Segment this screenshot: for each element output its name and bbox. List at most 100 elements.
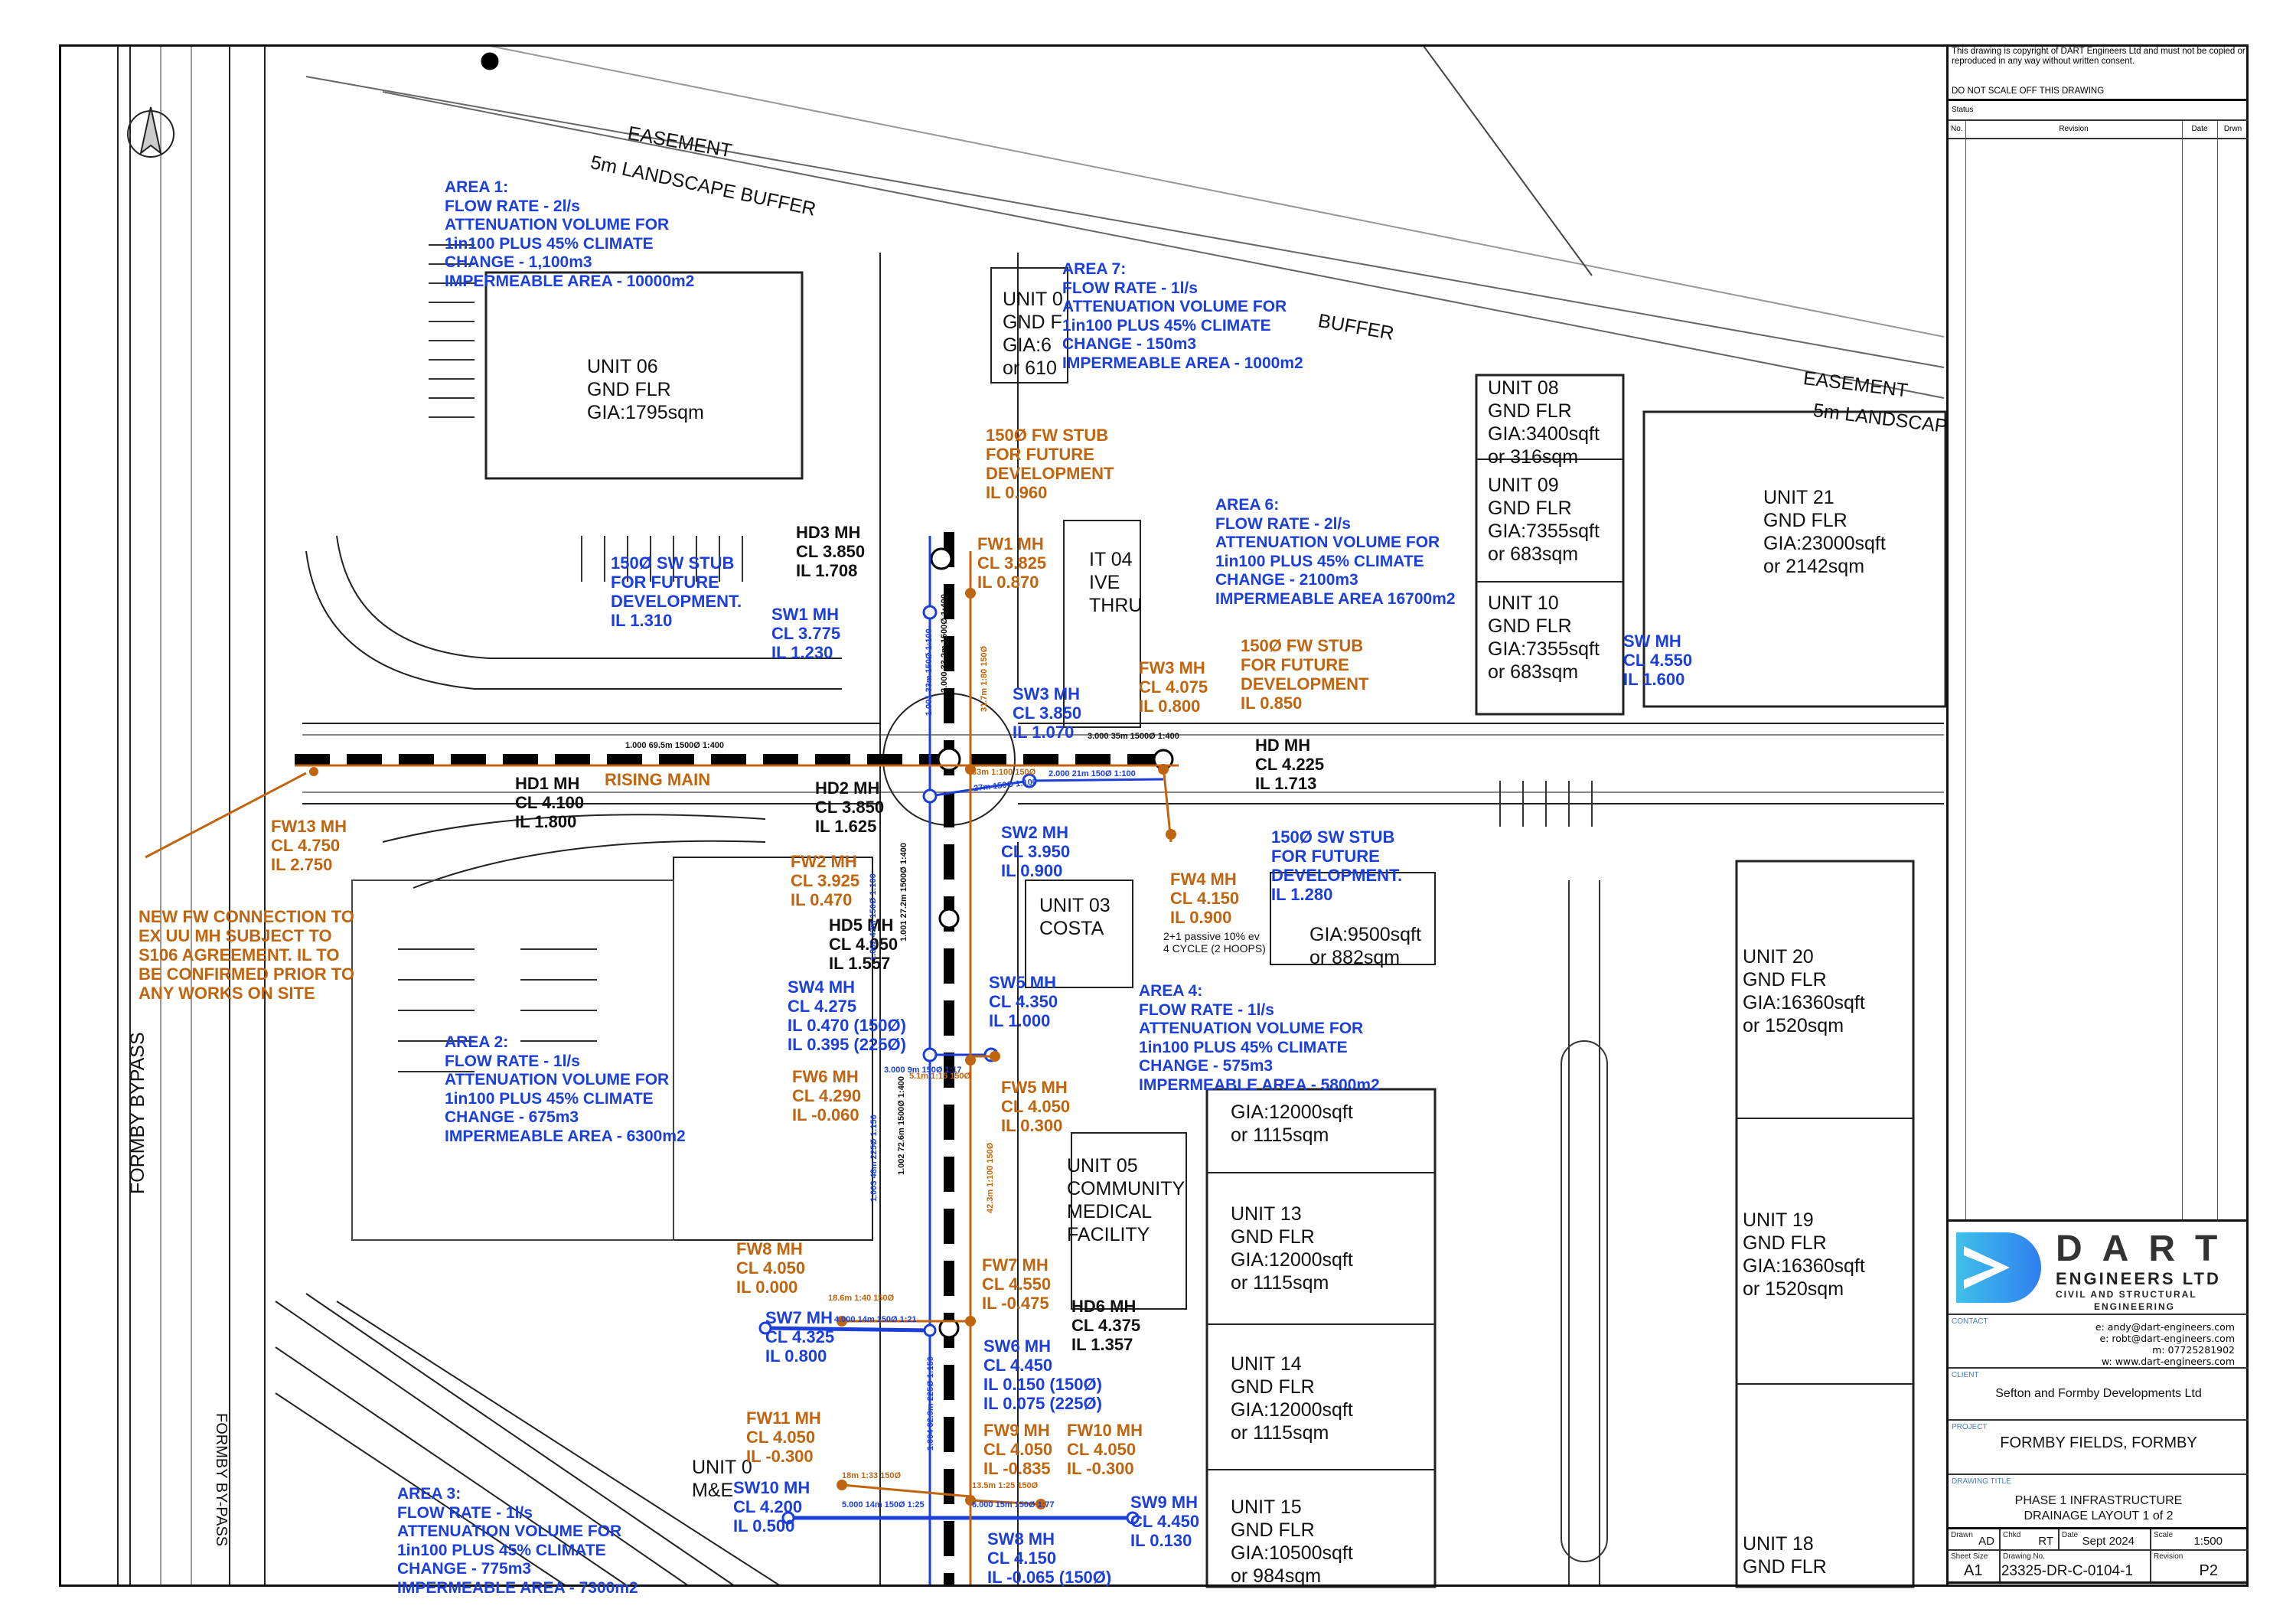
unit-18-label: UNIT 18 GND FLR xyxy=(1743,1533,1827,1578)
area-7-note: AREA 7: FLOW RATE - 1l/s ATTENUATION VOL… xyxy=(1062,260,1303,372)
client-label: CLIENT xyxy=(1952,1371,1979,1379)
fw9-mh-label: FW9 MH CL 4.050 IL -0.835 xyxy=(983,1421,1053,1478)
status-label: Status xyxy=(1952,106,1974,114)
project-label: PROJECT xyxy=(1952,1423,1988,1431)
scale-value: 1:500 xyxy=(2193,1535,2223,1548)
pipe-label: 1.001 33m 150Ø 1:100 xyxy=(925,628,934,716)
rev-date-header: Date xyxy=(2191,125,2208,133)
copyright-box: This drawing is copyright of DART Engine… xyxy=(1949,44,2249,101)
rev-no-header: No. xyxy=(1951,125,1963,133)
pipe-label: 2.000 33.2m 1500Ø 1:400 xyxy=(940,593,949,693)
title-block: This drawing is copyright of DART Engine… xyxy=(1946,44,2249,1587)
pipe-label: 5.000 14m 150Ø 1:25 xyxy=(842,1500,925,1509)
contact-label: CONTACT xyxy=(1952,1317,1988,1326)
formby-bypass-label: FORMBY BYPASS xyxy=(127,1032,148,1194)
area-4-note: AREA 4: FLOW RATE - 1l/s ATTENUATION VOL… xyxy=(1139,982,1380,1094)
pipe-label: 18m 1:33 150Ø xyxy=(842,1471,902,1480)
unit-gia-9500-label: GIA:9500sqft or 882sqm xyxy=(1309,924,1421,968)
revision-table: No. Revision Date Drwn xyxy=(1949,121,2249,1222)
unit-03-label: UNIT 03 COSTA xyxy=(1039,895,1110,939)
revision-label: Revision xyxy=(2154,1552,2183,1561)
fw-stub-2-label: 150Ø FW STUB FOR FUTURE DEVELOPMENT IL 0… xyxy=(1241,636,1369,713)
unit-05-label: UNIT 05 COMMUNITY MEDICAL FACILITY xyxy=(1067,1155,1186,1245)
fw13-mh-label: FW13 MH CL 4.750 IL 2.750 xyxy=(271,817,347,874)
pipe-label: 1.003 48m 225Ø 1:150 xyxy=(869,1115,879,1202)
sw6-mh-label: SW6 MH CL 4.450 IL 0.150 (150Ø) IL 0.075… xyxy=(983,1336,1102,1413)
drawing-no-label: Drawing No. xyxy=(2003,1552,2046,1561)
drawn-value: AD xyxy=(1978,1535,1994,1548)
fw-stub-1-label: 150Ø FW STUB FOR FUTURE DEVELOPMENT IL 0… xyxy=(986,426,1114,502)
fw8-mh-label: FW8 MH CL 4.050 IL 0.000 xyxy=(736,1239,806,1297)
sheet-size-label: Sheet Size xyxy=(1951,1552,1988,1561)
unit-10-label: UNIT 10 GND FLR GIA:7355sqft or 683sqm xyxy=(1488,592,1600,683)
formby-bypass-label-2: FORMBY BY-PASS xyxy=(213,1413,230,1547)
chkd-value: RT xyxy=(2038,1535,2053,1548)
area-2-note: AREA 2: FLOW RATE - 1l/s ATTENUATION VOL… xyxy=(445,1033,686,1145)
sw-stub-1-label: 150Ø SW STUB FOR FUTURE DEVELOPMENT. IL … xyxy=(611,553,742,630)
unit-20-label: UNIT 20 GND FLR GIA:16360sqft or 1520sqm xyxy=(1743,946,1865,1036)
pipe-label: 42.3m 1:100 150Ø xyxy=(986,1142,995,1213)
pipe-label: 13.5m 1:25 150Ø xyxy=(972,1481,1039,1490)
cycle-note: 2+1 passive 10% ev 4 CYCLE (2 HOOPS) xyxy=(1163,930,1266,955)
drawn-label: Drawn xyxy=(1951,1531,1973,1539)
unit-09-label: UNIT 09 GND FLR GIA:7355sqft or 683sqm xyxy=(1488,475,1600,565)
pipe-label: 5.1m 1:15 150Ø xyxy=(909,1072,971,1081)
hd1-mh-label: HD1 MH CL 4.100 IL 1.800 xyxy=(515,774,585,831)
pipe-label: 1.004 32.9m 225Ø 1:150 xyxy=(926,1356,935,1451)
sw10-mh-label: SW10 MH CL 4.200 IL 0.500 xyxy=(733,1478,810,1536)
drawing-title-line-2: DRAINAGE LAYOUT 1 of 2 xyxy=(2024,1509,2174,1522)
unit-04-label: IT 04 IVE THRU xyxy=(1089,549,1143,616)
fw2-mh-label: FW2 MH CL 3.925 IL 0.470 xyxy=(791,852,860,909)
drawing-title-box: DRAWING TITLE PHASE 1 INFRASTRUCTURE DRA… xyxy=(1949,1475,2249,1529)
unit-06-label: UNIT 06 GND FLR GIA:1795sqm xyxy=(587,356,704,423)
pipe-label: 3.000 35m 1500Ø 1:400 xyxy=(1088,732,1179,741)
pipe-label: 1.000 69.5m 1500Ø 1:400 xyxy=(625,741,725,750)
rev-drwn-header: Drwn xyxy=(2223,125,2242,133)
area-3-note: AREA 3: FLOW RATE - 1l/s ATTENUATION VOL… xyxy=(397,1485,638,1597)
logo-line3: ENGINEERING xyxy=(2094,1301,2176,1312)
fw3-mh-label: FW3 MH CL 4.075 IL 0.800 xyxy=(1139,658,1208,716)
rising-main-label: RISING MAIN xyxy=(605,770,711,789)
logo-line1: ENGINEERS LTD xyxy=(2056,1269,2221,1288)
sw1-mh-label: SW1 MH CL 3.775 IL 1.230 xyxy=(771,605,841,662)
status-row: Status xyxy=(1949,101,2249,121)
project-box: PROJECT FORMBY FIELDS, FORMBY xyxy=(1949,1421,2249,1475)
fw1-mh-label: FW1 MH CL 3.825 IL 0.870 xyxy=(977,534,1047,592)
sw-mh-label: SW MH CL 4.550 IL 1.600 xyxy=(1623,632,1693,689)
project-name: FORMBY FIELDS, FORMBY xyxy=(2000,1434,2197,1451)
contact-email-2[interactable]: e: robt@dart-engineers.com xyxy=(2099,1333,2235,1344)
pipe-label: 33m 1:100 150Ø xyxy=(972,768,1036,777)
rev-revision-header: Revision xyxy=(2059,125,2089,133)
pipe-label: 18.6m 1:40 150Ø xyxy=(828,1294,895,1303)
hd5-mh-label: HD5 MH CL 4.050 IL 1.557 xyxy=(829,915,899,973)
fw7-mh-label: FW7 MH CL 4.550 IL -0.475 xyxy=(982,1255,1052,1313)
date-label: Date xyxy=(2062,1531,2079,1539)
fw5-mh-label: FW5 MH CL 4.050 IL 0.300 xyxy=(1001,1078,1071,1135)
fw4-mh-label: FW4 MH CL 4.150 IL 0.900 xyxy=(1170,870,1240,927)
unit-14-label: UNIT 14 GND FLR GIA:12000sqft or 1115sqm xyxy=(1231,1353,1353,1444)
company-logo: DART ENGINEERS LTD CIVIL AND STRUCTURAL … xyxy=(1949,1222,2249,1315)
fw6-mh-label: FW6 MH CL 4.290 IL -0.060 xyxy=(792,1067,862,1124)
pipe-label: 6.000 15m 150Ø 1:77 xyxy=(972,1500,1055,1509)
logo-line2: CIVIL AND STRUCTURAL xyxy=(2056,1289,2197,1300)
contact-website[interactable]: w: www.dart-engineers.com xyxy=(2101,1356,2235,1367)
drawing-title-line-1: PHASE 1 INFRASTRUCTURE xyxy=(2014,1494,2183,1507)
area-6-note: AREA 6: FLOW RATE - 2l/s ATTENUATION VOL… xyxy=(1215,496,1456,608)
scale-label: Scale xyxy=(2154,1531,2174,1539)
unit-13-label: UNIT 13 GND FLR GIA:12000sqft or 1115sqm xyxy=(1231,1203,1353,1294)
sw3-mh-label: SW3 MH CL 3.850 IL 1.070 xyxy=(1013,684,1082,742)
area-1-note: AREA 1: FLOW RATE - 2l/s ATTENUATION VOL… xyxy=(445,178,695,290)
do-not-scale-text: DO NOT SCALE OFF THIS DRAWING xyxy=(1952,86,2105,96)
sw7-mh-label: SW7 MH CL 4.325 IL 0.800 xyxy=(765,1308,835,1366)
sheet-size-value: A1 xyxy=(1964,1562,1983,1579)
unit-me-label: UNIT 0 M&E xyxy=(692,1457,752,1501)
contact-email-1[interactable]: e: andy@dart-engineers.com xyxy=(2095,1321,2235,1333)
hd2-mh-label: HD2 MH CL 3.850 IL 1.625 xyxy=(815,778,885,836)
fw11-mh-label: FW11 MH CL 4.050 IL -0.300 xyxy=(746,1408,821,1466)
contact-box: CONTACT e: andy@dart-engineers.com e: ro… xyxy=(1949,1315,2249,1369)
sw8-mh-label: SW8 MH CL 4.150 IL -0.065 (150Ø) xyxy=(987,1529,1112,1587)
sw-stub-2-label: 150Ø SW STUB FOR FUTURE DEVELOPMENT. IL … xyxy=(1271,827,1403,904)
